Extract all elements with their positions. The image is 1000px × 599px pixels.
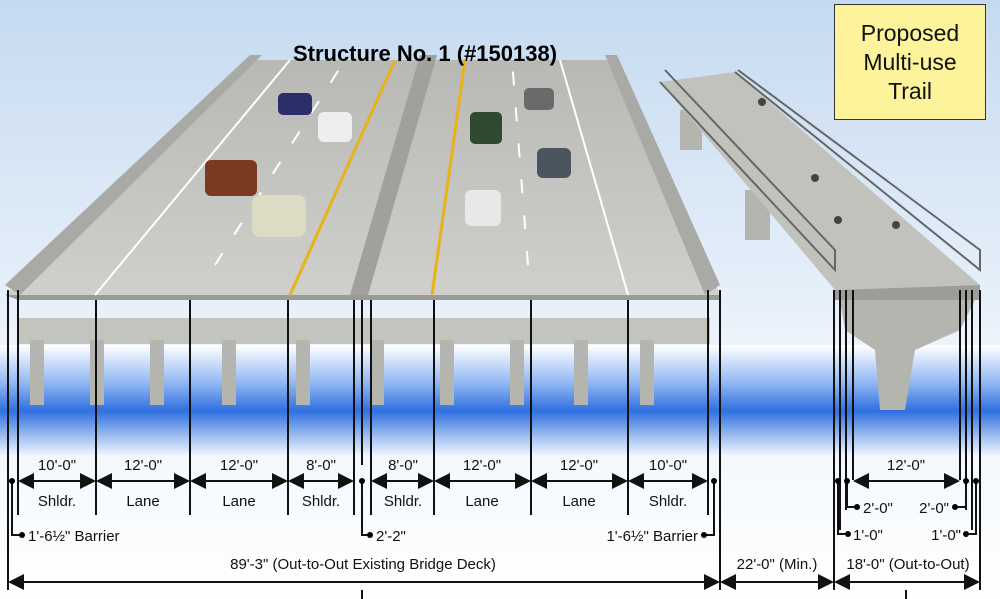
segment-dim: 8'-0" — [306, 457, 336, 474]
segment-dim: 12'-0" — [220, 457, 258, 474]
callout-line: Trail — [888, 77, 932, 104]
trail-out-to-out: 18'-0" (Out-to-Out) — [846, 556, 969, 573]
trail-path-dim: 12'-0" — [887, 457, 925, 474]
lane-dimensions: 10'-0" Shldr. 12'-0" Lane 12'-0" Lane 8'… — [38, 457, 925, 510]
segment-label: Shldr. — [302, 493, 340, 510]
median-label: 2'-2" — [376, 528, 406, 545]
trail-bridge — [659, 69, 981, 300]
vehicles — [205, 88, 571, 237]
segment-label: Shldr. — [38, 493, 76, 510]
segment-label: Lane — [126, 493, 159, 510]
structure-title: Structure No. 1 (#150138) — [293, 41, 557, 66]
bridge-piers — [18, 110, 975, 410]
dimension-lines — [7, 290, 981, 599]
callout-line: Multi-use — [863, 48, 957, 75]
trail-right-offset: 2'-0" — [919, 500, 949, 517]
existing-deck-width: 89'-3" (Out-to-Out Existing Bridge Deck) — [230, 556, 496, 573]
segment-label: Shldr. — [384, 493, 422, 510]
segment-dim: 12'-0" — [463, 457, 501, 474]
trail-left-rail: 1'-0" — [853, 527, 883, 544]
segment-dim: 10'-0" — [38, 457, 76, 474]
trail-right-rail: 1'-0" — [931, 527, 961, 544]
callout-line: Proposed — [860, 19, 960, 46]
proposed-trail-callout: Proposed Multi-use Trail — [834, 4, 986, 120]
barrier-left-label: 1'-6½" Barrier — [28, 528, 120, 545]
trail-left-offset: 2'-0" — [863, 500, 893, 517]
segment-label: Shldr. — [649, 493, 687, 510]
barrier-right-label: 1'-6½" Barrier — [606, 528, 698, 545]
segment-dim: 8'-0" — [388, 457, 418, 474]
segment-dim: 10'-0" — [649, 457, 687, 474]
segment-label: Lane — [222, 493, 255, 510]
segment-label: Lane — [562, 493, 595, 510]
bridge-deck — [5, 55, 720, 300]
segment-dim: 12'-0" — [124, 457, 162, 474]
segment-dim: 12'-0" — [560, 457, 598, 474]
segment-label: Lane — [465, 493, 498, 510]
gap-width: 22'-0" (Min.) — [737, 556, 818, 573]
